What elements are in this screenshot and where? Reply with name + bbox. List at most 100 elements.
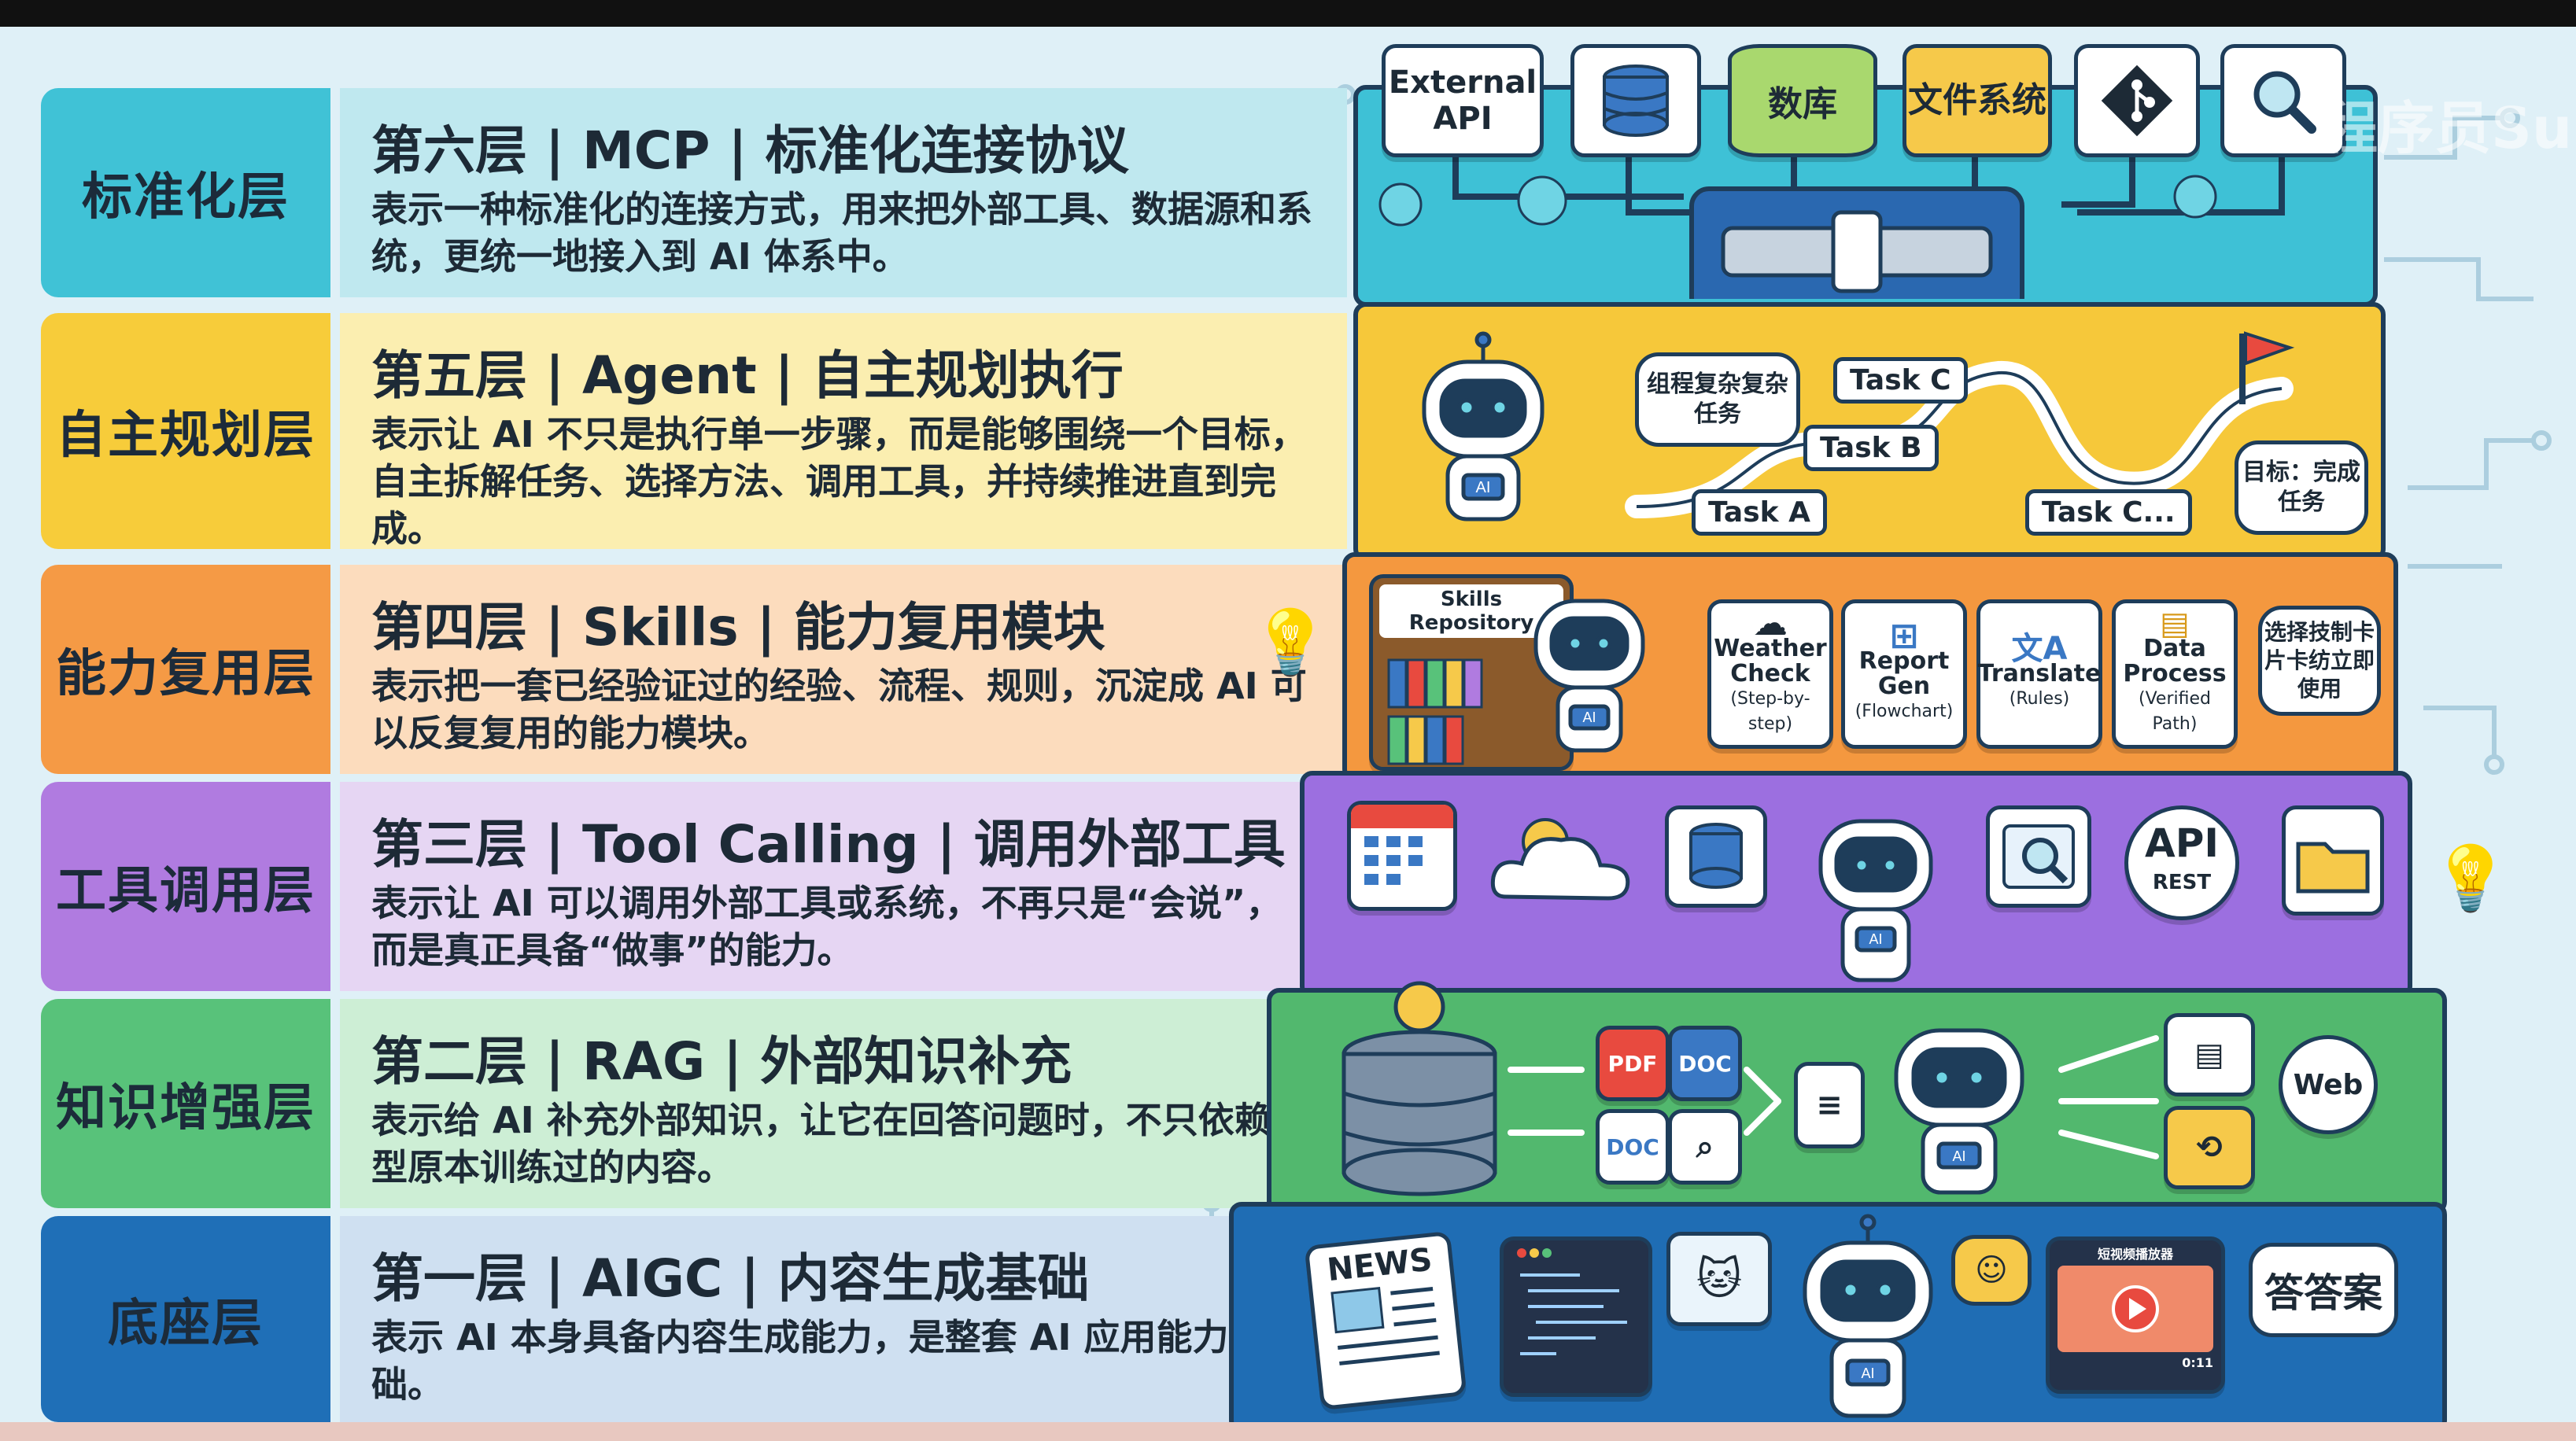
skill-card-sub: (Rules) bbox=[2009, 689, 2070, 709]
video-title: 短视频播放器 bbox=[2097, 1247, 2173, 1262]
folder-icon: ⟲ bbox=[2164, 1106, 2255, 1189]
skills-repository-label: Skills Repository bbox=[1379, 584, 1563, 638]
skill-card-sub: (Verified Path) bbox=[2139, 689, 2211, 734]
layer-title: 第六层 | MCP | 标准化连接协议 bbox=[371, 120, 1129, 181]
bottom-frame-bar bbox=[0, 1422, 2576, 1441]
books-icon bbox=[1387, 658, 1483, 765]
skill-card-sub: (Step-by-step) bbox=[1730, 689, 1810, 734]
document-icon: ≡ bbox=[1794, 1062, 1865, 1148]
calendar-icon bbox=[1347, 801, 1457, 911]
data-file-icon: ▤ bbox=[2160, 606, 2190, 642]
video-player-icon: 短视频播放器 0:11 bbox=[2046, 1236, 2225, 1394]
skill-card-name: Translate bbox=[1977, 660, 2102, 687]
news-paper-icon: NEWS bbox=[1304, 1230, 1467, 1411]
document-icon: ▤ bbox=[2164, 1013, 2255, 1096]
layer-text: 表示给 AI 补充外部知识，让它在回答问题时，不只依赖模型原本训练过的内容。 bbox=[371, 1099, 1307, 1189]
layer-tool-calling: 工具调用层 第三层 | Tool Calling | 调用外部工具 表示让 AI… bbox=[41, 782, 1347, 991]
robot-mascot: AI bbox=[1894, 1028, 2024, 1195]
task-c-more-label: Task C... bbox=[2025, 489, 2192, 536]
lightbulb-icon: 💡 bbox=[2431, 842, 2510, 915]
search-icon bbox=[2220, 44, 2346, 157]
skill-card-name: Data Process bbox=[2123, 635, 2227, 687]
layer-label: 标准化层 bbox=[41, 88, 330, 297]
video-screen bbox=[2057, 1266, 2213, 1352]
layer-text: 表示把一套已经验证过的经验、流程、规则，沉淀成 AI 可以反复复用的能力模块。 bbox=[371, 665, 1307, 754]
doc-file-icon: DOC bbox=[1596, 1109, 1670, 1185]
robot-badge: AI bbox=[1861, 1365, 1874, 1381]
robot-badge: AI bbox=[1476, 479, 1491, 496]
watermark: 程序员Su bbox=[2321, 95, 2573, 161]
top-frame-bar bbox=[0, 0, 2576, 27]
layer-title: 第五层 | Agent | 自主规划执行 bbox=[371, 345, 1124, 406]
layer-skills: 能力复用层 第四层 | Skills | 能力复用模块 表示把一套已经验证过的经… bbox=[41, 565, 1347, 774]
chat-bubble-icon: ☺ bbox=[1951, 1235, 2032, 1306]
goal-bubble: 目标：完成任务 bbox=[2235, 440, 2368, 535]
database-icon bbox=[1665, 805, 1767, 908]
layer-title: 第二层 | RAG | 外部知识补充 bbox=[371, 1031, 1072, 1092]
skills-select-bubble: 选择技制卡片卡纺立即使用 bbox=[2258, 606, 2381, 716]
layer-description-panel: 第五层 | Agent | 自主规划执行 表示让 AI 不只是执行单一步骤，而是… bbox=[340, 313, 1347, 550]
layer-rag: 知识增强层 第二层 | RAG | 外部知识补充 表示给 AI 补充外部知识，让… bbox=[41, 999, 1347, 1208]
skills-repository-shelf: Skills Repository bbox=[1369, 574, 1574, 771]
api-label: API bbox=[2145, 820, 2219, 866]
mcp-connector-diagram bbox=[1378, 149, 2285, 299]
skill-card-translate: 文A Translate (Rules) bbox=[1976, 599, 2102, 749]
flowchart-icon: ⊞ bbox=[1889, 616, 1919, 656]
robot-badge: AI bbox=[1582, 709, 1596, 725]
skill-card-name: Report Gen bbox=[1858, 647, 1950, 700]
folder-icon bbox=[2282, 805, 2384, 916]
layer-text: 表示让 AI 可以调用外部工具或系统，不再只是“会说”，而是真正具备“做事”的能… bbox=[371, 882, 1282, 971]
skill-card-name: Weather Check bbox=[1714, 635, 1827, 687]
doc-file-icon: DOC bbox=[1668, 1026, 1742, 1101]
weather-icon: ☁ bbox=[1753, 603, 1788, 643]
layer-text: 表示一种标准化的连接方式，用来把外部工具、数据源和系统，更统一地接入到 AI 体… bbox=[371, 188, 1312, 278]
agent-task-bubble: 组程复杂复杂任务 bbox=[1635, 352, 1800, 447]
skill-card-weather: ☁ Weather Check (Step-by-step) bbox=[1707, 599, 1833, 749]
pdf-doc-icon: PDF bbox=[1596, 1026, 1670, 1101]
api-icon: API REST bbox=[2124, 805, 2239, 920]
layer-text: 表示让 AI 不只是执行单一步骤，而是能够围绕一个目标，自主拆解任务、选择方法、… bbox=[371, 413, 1307, 550]
layer-description-panel: 第二层 | RAG | 外部知识补充 表示给 AI 补充外部知识，让它在回答问题… bbox=[340, 999, 1347, 1208]
layer-title: 第一层 | AIGC | 内容生成基础 bbox=[371, 1248, 1090, 1309]
play-icon[interactable] bbox=[2112, 1285, 2159, 1332]
agent-task-path bbox=[1625, 331, 2295, 518]
layer-aigc: 底座层 第一层 | AIGC | 内容生成基础 表示 AI 本身具备内容生成能力… bbox=[41, 1216, 1347, 1422]
layer-mcp: 标准化层 第六层 | MCP | 标准化连接协议 表示一种标准化的连接方式，用来… bbox=[41, 88, 1347, 297]
layer-title: 第三层 | Tool Calling | 调用外部工具 bbox=[371, 814, 1286, 875]
robot-mascot: AI bbox=[1422, 331, 1544, 521]
answer-bubble: 答答案 bbox=[2249, 1243, 2398, 1337]
external-api-card: External API bbox=[1382, 44, 1544, 157]
cat-image-icon: 🐱 bbox=[1666, 1232, 1772, 1326]
robot-mascot: AI bbox=[1818, 819, 1933, 982]
task-c-label: Task C bbox=[1833, 357, 1968, 404]
web-icon: Web bbox=[2279, 1035, 2378, 1134]
task-b-label: Task B bbox=[1803, 425, 1939, 471]
search-window-icon bbox=[1986, 805, 2091, 908]
database-icon bbox=[1570, 44, 1701, 157]
translate-icon: 文A bbox=[2011, 631, 2068, 667]
skill-card-sub: (Flowchart) bbox=[1854, 702, 1954, 721]
filesystem-card: 文件系统 bbox=[1902, 44, 2052, 157]
video-time: 0:11 bbox=[2182, 1355, 2213, 1370]
layer-text: 表示 AI 本身具备内容生成能力，是整套 AI 应用能力的基础。 bbox=[371, 1316, 1301, 1406]
robot-badge: AI bbox=[1869, 931, 1882, 947]
layer-description-panel: 第六层 | MCP | 标准化连接协议 表示一种标准化的连接方式，用来把外部工具… bbox=[340, 88, 1347, 297]
layer-description-panel: 第三层 | Tool Calling | 调用外部工具 表示让 AI 可以调用外… bbox=[340, 782, 1347, 991]
skill-card-data-process: ▤ Data Process (Verified Path) bbox=[2112, 599, 2238, 749]
layer-label: 能力复用层 bbox=[41, 565, 330, 774]
database-card: 数库 bbox=[1728, 44, 1877, 157]
skill-card-report: ⊞ Report Gen (Flowchart) bbox=[1841, 599, 1967, 749]
api-sub-label: REST bbox=[2152, 871, 2212, 894]
layer-description-panel: 第四层 | Skills | 能力复用模块 表示把一套已经验证过的经验、流程、规… bbox=[340, 565, 1347, 774]
layer-description-panel: 第一层 | AIGC | 内容生成基础 表示 AI 本身具备内容生成能力，是整套… bbox=[340, 1216, 1347, 1422]
lightbulb-icon: 💡 bbox=[1251, 606, 1330, 679]
robot-mascot: AI bbox=[1803, 1214, 1933, 1418]
layer-title: 第四层 | Skills | 能力复用模块 bbox=[371, 597, 1105, 658]
robot-badge: AI bbox=[1952, 1148, 1965, 1164]
layer-agent: 自主规划层 第五层 | Agent | 自主规划执行 表示让 AI 不只是执行单… bbox=[41, 313, 1347, 550]
layer-label: 自主规划层 bbox=[41, 313, 330, 549]
weather-cloud-icon bbox=[1482, 802, 1640, 916]
robot-mascot: AI bbox=[1533, 599, 1645, 753]
rag-flow-arrows bbox=[1508, 1035, 2159, 1159]
database-server-icon bbox=[1330, 975, 1511, 1207]
